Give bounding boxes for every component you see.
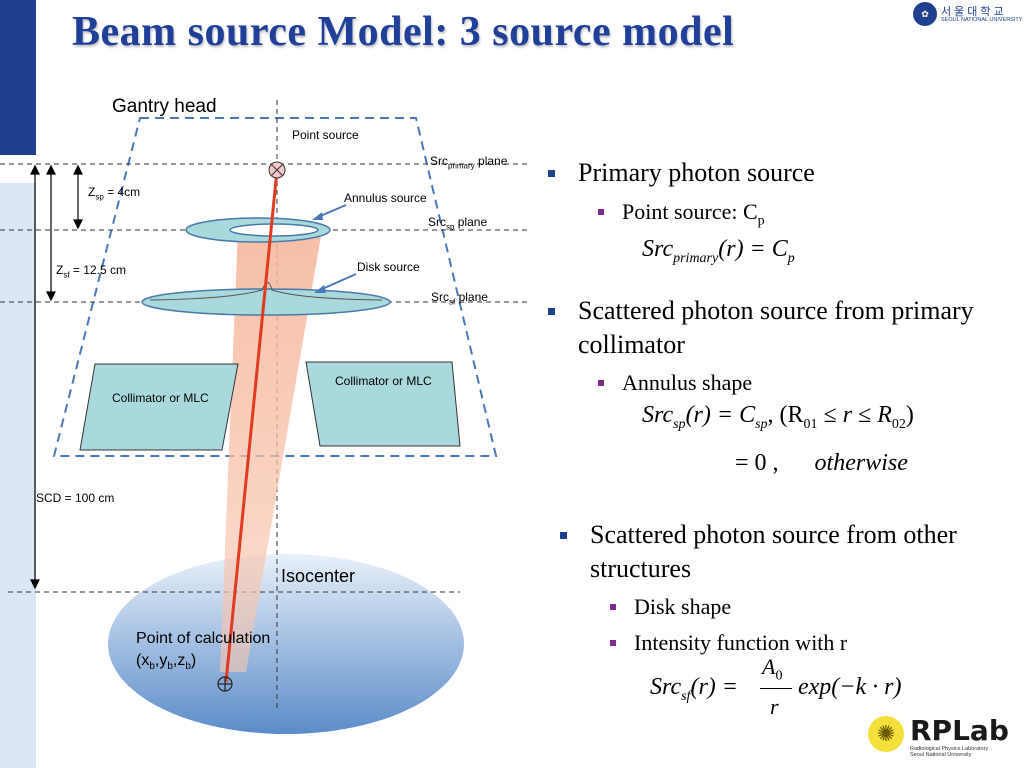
equation-primary: Srcprimary(r) = Cp <box>642 236 795 266</box>
snu-english-name: SEOUL NATIONAL UNIVERSITY <box>941 17 1023 23</box>
bullet-disk-shape: Disk shape <box>609 594 732 619</box>
bullet-annulus-shape: Annulus shape <box>597 370 753 395</box>
calc-point-label: Point of calculation (xb,yb,zb) <box>136 630 271 673</box>
bullet-scatter-primary: Scattered photon source from primary col… <box>548 294 998 362</box>
bullet-primary-source: Primary photon source <box>548 156 998 190</box>
collimator-left-label: Collimator or MLC <box>112 391 209 405</box>
slide-title: Beam source Model: 3 source model <box>72 9 735 55</box>
bullet-intensity-function: Intensity function with r <box>609 630 848 655</box>
isocenter-label: Isocenter <box>281 566 356 586</box>
disk-intensity-curve <box>149 282 383 301</box>
gantry-head-label: Gantry head <box>112 96 217 117</box>
zsp-dimension-arrow <box>73 164 83 230</box>
sp-plane-label: Srcsp plane <box>428 215 488 232</box>
equation-sf-lhs: Srcsf(r) = <box>650 674 738 704</box>
rplab-emblem-icon: ✺ <box>868 716 904 752</box>
disk-label-arrow <box>314 273 357 293</box>
phantom-ellipse <box>108 554 464 734</box>
zsf-label: Zsf = 12.5 cm <box>56 263 126 280</box>
collimator-left <box>79 363 239 451</box>
beam-cone <box>220 230 322 672</box>
gantry-head-outline <box>52 117 498 457</box>
equation-sf-denominator: r <box>770 694 779 719</box>
annulus-label-arrow <box>312 204 347 220</box>
primary-plane-label: Srcprimary plane <box>430 154 508 171</box>
snu-emblem-icon: ✿ <box>913 2 937 26</box>
primary-ray <box>224 169 279 683</box>
zsf-dimension-arrow <box>46 164 56 302</box>
zsp-label: Zsp = 4cm <box>88 185 141 202</box>
snu-logo: ✿ 서울대학교 SEOUL NATIONAL UNIVERSITY <box>913 2 1023 28</box>
snu-korean-name: 서울대학교 <box>941 5 1007 18</box>
left-accent-bar-light <box>0 183 36 768</box>
rplab-name: RPLab <box>910 714 1009 747</box>
bullet-scatter-other: Scattered photon source from other struc… <box>560 518 1000 586</box>
left-accent-bar-dark <box>0 0 36 155</box>
fraction-bar <box>760 688 792 689</box>
annulus-source-label: Annulus source <box>344 191 427 205</box>
annulus-inner <box>229 223 319 237</box>
equation-sf-exp: exp(−k · r) <box>798 674 902 700</box>
disk-source-label: Disk source <box>357 260 420 274</box>
scd-label: SCD = 100 cm <box>36 491 115 505</box>
scd-dimension-arrow <box>30 164 40 590</box>
collimator-right <box>305 361 461 447</box>
sf-plane-label: Srcsf plane <box>431 290 488 307</box>
equation-sf-numerator: A0 <box>762 654 783 684</box>
equation-sp: Srcsp(r) = Csp, (R01 ≤ r ≤ R02) <box>642 402 914 432</box>
collimator-right-label: Collimator or MLC <box>335 374 432 388</box>
bullet-point-source: Point source: Cp <box>598 198 765 235</box>
equation-sp-otherwise: = 0 ,otherwise <box>735 450 908 476</box>
point-source-label: Point source <box>292 128 359 142</box>
